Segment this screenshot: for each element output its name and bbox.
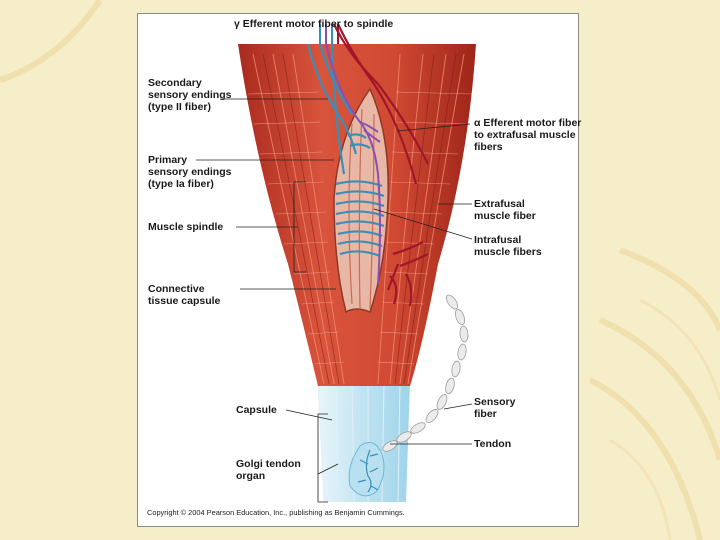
label-connective-tissue-capsule: Connective tissue capsule <box>148 283 220 307</box>
label-secondary-sensory: Secondary sensory endings (type II fiber… <box>148 77 231 113</box>
label-extrafusal: Extrafusal muscle fiber <box>474 198 536 222</box>
label-intrafusal: Intrafusal muscle fibers <box>474 234 542 258</box>
label-alpha-efferent: α Efferent motor fiber to extrafusal mus… <box>474 117 581 153</box>
label-sensory-fiber: Sensory fiber <box>474 396 515 420</box>
label-capsule: Capsule <box>236 404 277 416</box>
anatomy-figure: γ Efferent motor fiber to spindle Second… <box>137 13 579 527</box>
label-muscle-spindle: Muscle spindle <box>148 221 223 233</box>
copyright-notice: Copyright © 2004 Pearson Education, Inc.… <box>147 508 405 517</box>
label-gamma-efferent: γ Efferent motor fiber to spindle <box>234 18 393 30</box>
label-golgi-tendon-organ: Golgi tendon organ <box>236 458 301 482</box>
label-primary-sensory: Primary sensory endings (type Ia fiber) <box>148 154 231 190</box>
label-tendon: Tendon <box>474 438 511 450</box>
